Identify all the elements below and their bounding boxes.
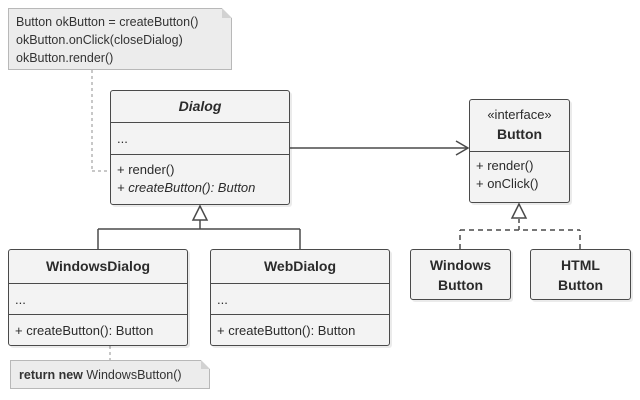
dialog-to-button-association [290,140,470,156]
class-attributes: ... [211,283,389,314]
note-line: Button okButton = createButton() [16,15,199,29]
method-create-button: + createButton(): Button [211,314,389,345]
client-code-note: Button okButton = createButton() okButto… [8,8,232,70]
note-text: WindowsButton() [82,368,182,382]
realization-arrowhead-button [510,202,528,219]
association-arrowhead [455,140,470,156]
method-on-click: + onClick() [476,176,539,191]
class-attributes: ... [9,283,187,314]
class-name-line: HTML [561,256,600,273]
button-realization-connector [459,202,581,249]
method-create-button: + createButton(): Button [117,180,256,195]
note-corner-fold [201,360,210,369]
keyword-return-new: return new [19,368,83,382]
class-attributes: ... [111,122,289,154]
note-corner-fold [222,8,232,18]
inheritance-arrowhead-dialog [191,204,209,221]
note-line: okButton.render() [16,51,114,65]
stereotype-label: «interface» [487,107,552,122]
class-name-line: Windows [429,256,492,273]
class-methods: + render() + createButton(): Button [111,154,289,197]
method-create-button: + createButton(): Button [9,314,187,345]
web-dialog-class: WebDialog ... + createButton(): Button [210,249,390,346]
windows-button-class: Windows Button [410,249,511,300]
class-name: WebDialog [263,258,337,274]
class-name: WindowsDialog [45,258,151,274]
method-render: + render() [117,162,175,177]
class-name: Button [496,126,543,142]
factory-method-note: return new WindowsButton() [10,360,210,389]
class-name-line: Button [437,276,484,293]
class-methods: + render() + onClick() [470,151,569,193]
interface-header: «interface» Button [470,100,569,151]
button-interface: «interface» Button + render() + onClick(… [469,99,570,203]
note-line: okButton.onClick(closeDialog) [16,33,183,47]
method-render: + render() [476,158,534,173]
html-button-class: HTML Button [530,249,631,300]
class-name: Dialog [178,98,222,114]
windows-dialog-class: WindowsDialog ... + createButton(): Butt… [8,249,188,346]
dialog-inheritance-connector [97,204,301,249]
dialog-class: Dialog ... + render() + createButton(): … [110,90,290,205]
class-name-line: Button [557,276,604,293]
